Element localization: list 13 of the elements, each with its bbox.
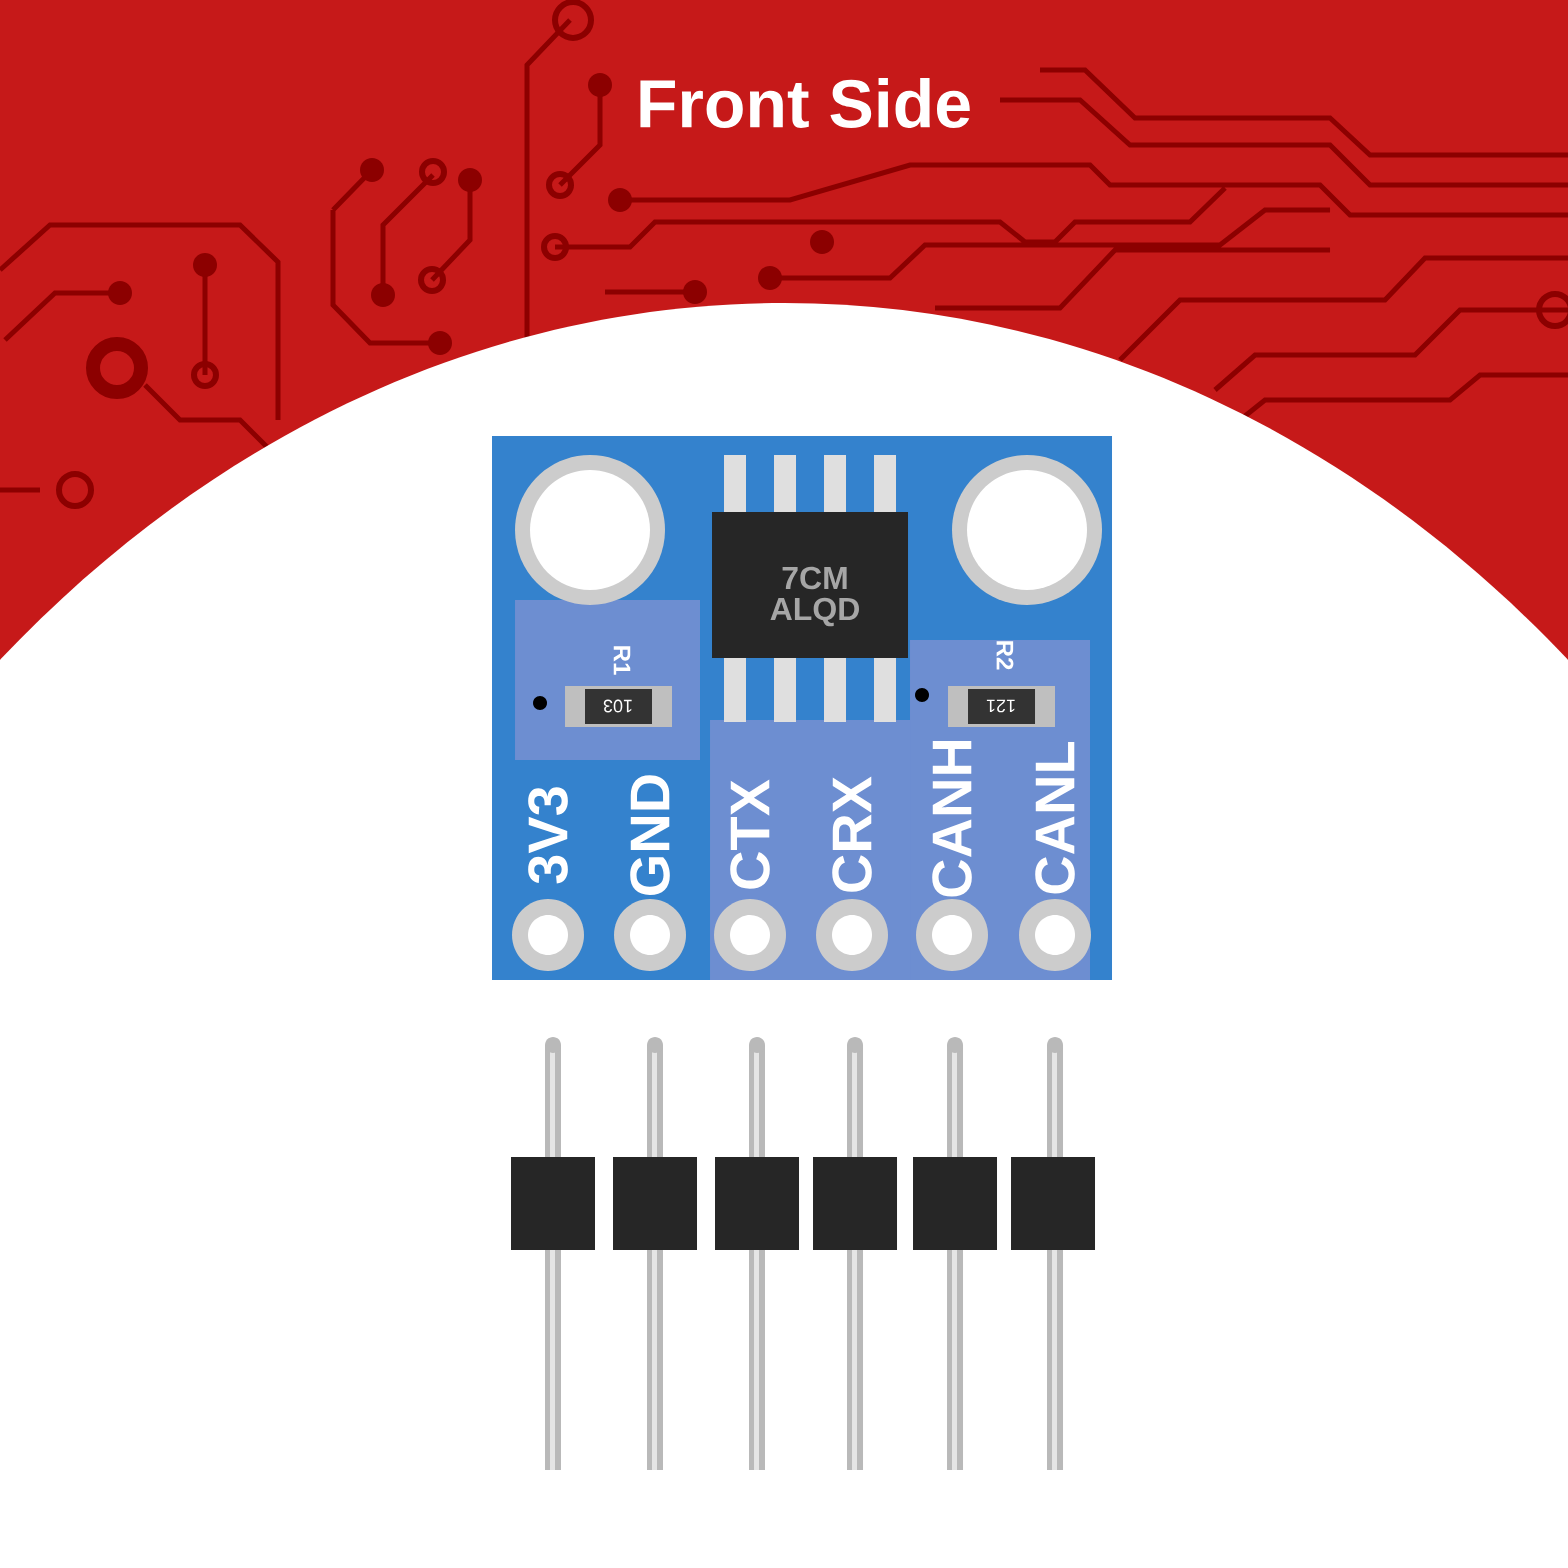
chip-marking: 7CM [782, 566, 847, 590]
chip-marking: ALQD [770, 597, 859, 627]
resistor-code: 103 [603, 699, 632, 713]
pin-label: CTX [730, 779, 770, 889]
component-label: R1 [613, 646, 631, 675]
pin-label: 3V3 [528, 787, 568, 884]
component-label: R2 [996, 641, 1014, 670]
resistor-code: 121 [986, 699, 1015, 713]
title: Front Side [640, 78, 970, 128]
pin-label: GND [630, 775, 670, 895]
pin-label: CANL [1035, 742, 1075, 894]
pin-label: CRX [832, 776, 872, 892]
pin-label: CANH [932, 740, 972, 897]
